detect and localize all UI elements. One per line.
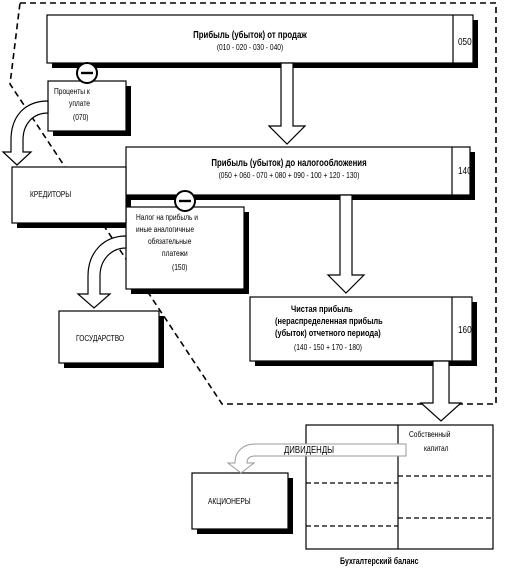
minus-sign-interest: [76, 62, 98, 84]
tax-box: [125, 206, 245, 290]
code-160: 160: [458, 324, 472, 336]
profit-before-tax-formula: (050 + 060 - 070 + 080 + 090 - 100 + 120…: [218, 170, 360, 180]
arrow-160-to-balance: [419, 360, 463, 422]
net-profit-line2: (нераспределенная прибыль: [275, 316, 383, 327]
dashed-boundary: [9, 2, 497, 405]
interest-line3: (070): [73, 112, 89, 122]
net-profit-line3: (убыток) отчетного периода): [275, 328, 381, 339]
shareholders-box: [191, 472, 289, 530]
interest-line2: уплате: [69, 98, 90, 108]
tax-line2: иные аналогичные: [136, 224, 195, 234]
tax-line4: платежи: [162, 248, 188, 258]
interest-box: [47, 80, 127, 132]
profit-sales-title: Прибыль (убыток) от продаж: [193, 30, 307, 41]
arrow-140-to-160: [326, 194, 366, 294]
interest-line1: Проценты к: [54, 86, 90, 96]
equity-line1: Собственный: [409, 429, 451, 439]
down-arrows: [267, 62, 463, 422]
arrow-050-to-140: [267, 62, 307, 145]
state-label: ГОСУДАРСТВО: [76, 333, 125, 343]
state-box: [58, 310, 160, 364]
equity-line2: капитал: [424, 443, 449, 453]
code-050: 050: [458, 36, 472, 48]
arrow-to-state: [76, 235, 127, 309]
net-profit-box: [249, 296, 473, 362]
profit-sales-formula: (010 - 020 - 030 - 040): [216, 42, 284, 52]
minus-sign-tax: [174, 190, 196, 212]
creditors-box: [11, 166, 127, 224]
arrow-to-shareholders: [226, 443, 407, 474]
tax-line5: (150): [172, 262, 188, 272]
profit-sales-box: [46, 14, 474, 64]
tax-line1: Налог на прибыль и: [136, 212, 198, 222]
shareholders-label: АКЦИОНЕРЫ: [208, 496, 251, 506]
net-profit-line1: Чистая прибыль: [291, 304, 353, 315]
arrow-to-creditors: [1, 100, 49, 166]
dividends-label: ДИВИДЕНДЫ: [284, 445, 335, 456]
tax-line3: обязательные: [148, 236, 192, 246]
creditors-label: КРЕДИТОРЫ: [30, 189, 72, 199]
net-profit-formula: (140 - 150 + 170 - 180): [294, 342, 363, 352]
code-140: 140: [458, 165, 472, 177]
balance-sheet-label: Бухгалтерский баланс: [340, 556, 419, 566]
profit-before-tax-box: [125, 146, 471, 196]
profit-before-tax-title: Прибыль (убыток) до налогообложения: [211, 158, 367, 169]
